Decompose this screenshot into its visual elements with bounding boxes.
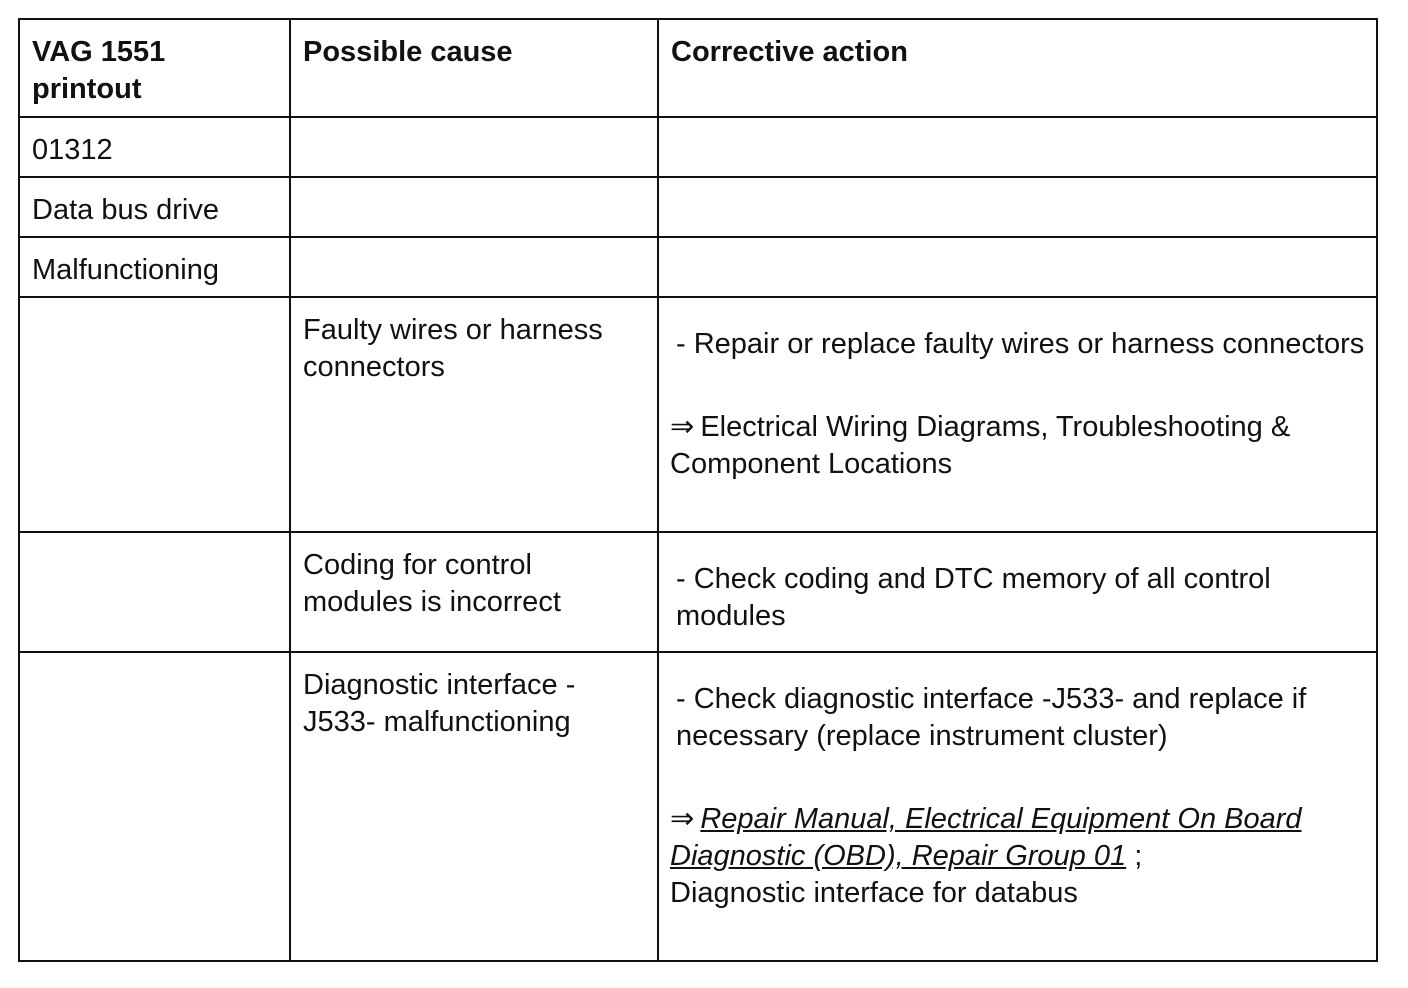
action-cell: - Check coding and DTC memory of all con… — [657, 531, 1378, 653]
table-row: Coding for control modules is incorrect … — [18, 531, 1378, 653]
action-text: - Check coding and DTC memory of all con… — [676, 563, 1271, 632]
cause-cell: Diagnostic interface -J533- malfunctioni… — [289, 651, 659, 962]
fault-code-cell: 01312 — [18, 116, 291, 178]
action-cell: - Repair or replace faulty wires or harn… — [657, 296, 1378, 533]
reference: ⇒Repair Manual, Electrical Equipment On … — [659, 801, 1376, 912]
reference: ⇒Electrical Wiring Diagrams, Troubleshoo… — [659, 409, 1376, 483]
empty-cell — [657, 236, 1378, 298]
cause-cell: Coding for control modules is incorrect — [289, 531, 659, 653]
empty-cell — [289, 176, 659, 238]
empty-cell — [18, 651, 291, 962]
fault-status-cell: Malfunctioning — [18, 236, 291, 298]
header-action: Corrective action — [657, 18, 1378, 118]
diagnostic-table: VAG 1551 printout Possible cause Correct… — [18, 18, 1378, 962]
empty-cell — [657, 176, 1378, 238]
header-cause: Possible cause — [289, 18, 659, 118]
arrow-right-icon: ⇒ — [670, 411, 695, 443]
repair-manual-link[interactable]: Repair Manual, Electrical Equipment On B… — [670, 803, 1302, 872]
table-row: Data bus drive — [18, 176, 1378, 238]
empty-cell — [18, 531, 291, 653]
fault-component-cell: Data bus drive — [18, 176, 291, 238]
action-cell: - Check diagnostic interface -J533- and … — [657, 651, 1378, 962]
table-row: 01312 — [18, 116, 1378, 178]
table-row: Faulty wires or harness connectors - Rep… — [18, 296, 1378, 533]
header-printout: VAG 1551 printout — [18, 18, 291, 118]
reference-text: Diagnostic interface for databus — [670, 877, 1078, 909]
reference-text: Electrical Wiring Diagrams, Troubleshoot… — [670, 411, 1291, 480]
action-text: - Repair or replace faulty wires or harn… — [676, 328, 1365, 360]
empty-cell — [289, 116, 659, 178]
empty-cell — [18, 296, 291, 533]
empty-cell — [657, 116, 1378, 178]
table-row: Diagnostic interface -J533- malfunctioni… — [18, 651, 1378, 962]
cause-cell: Faulty wires or harness connectors — [289, 296, 659, 533]
arrow-right-icon: ⇒ — [670, 803, 695, 835]
header-row: VAG 1551 printout Possible cause Correct… — [18, 18, 1378, 118]
action-text: - Check diagnostic interface -J533- and … — [676, 683, 1307, 752]
reference-separator: ; — [1126, 840, 1143, 872]
table-row: Malfunctioning — [18, 236, 1378, 298]
empty-cell — [289, 236, 659, 298]
